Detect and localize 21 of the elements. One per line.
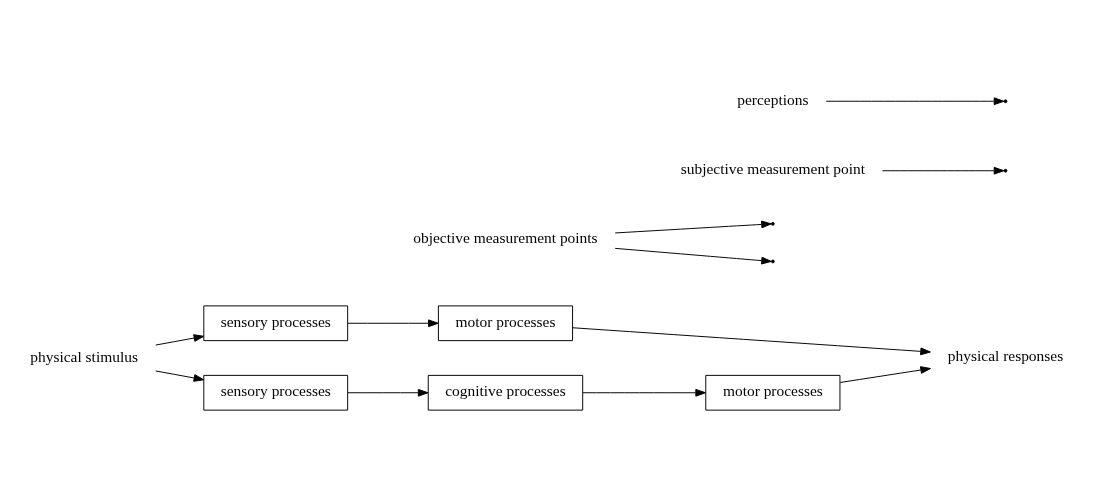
arrow bbox=[347, 388, 429, 397]
arrow bbox=[572, 326, 931, 355]
arrow bbox=[155, 333, 205, 346]
node-box: motor processes bbox=[437, 304, 574, 341]
node-text: perceptions bbox=[737, 90, 809, 108]
node-text: physical stimulus bbox=[30, 347, 138, 365]
node-box: sensory processes bbox=[203, 374, 349, 411]
node-text: physical responses bbox=[947, 346, 1064, 364]
arrow bbox=[347, 318, 439, 327]
arrow bbox=[582, 388, 706, 397]
arrow bbox=[614, 220, 772, 233]
node-text: subjective measurement point bbox=[680, 159, 866, 177]
arrow bbox=[155, 369, 205, 382]
node-box: cognitive processes bbox=[427, 374, 584, 411]
node-box: motor processes bbox=[705, 374, 841, 411]
arrow bbox=[614, 247, 772, 264]
node-box: sensory processes bbox=[203, 304, 349, 341]
arrow bbox=[839, 365, 931, 383]
node-text: objective measurement points bbox=[413, 228, 598, 246]
arrow bbox=[881, 166, 1005, 175]
arrow bbox=[825, 96, 1005, 105]
